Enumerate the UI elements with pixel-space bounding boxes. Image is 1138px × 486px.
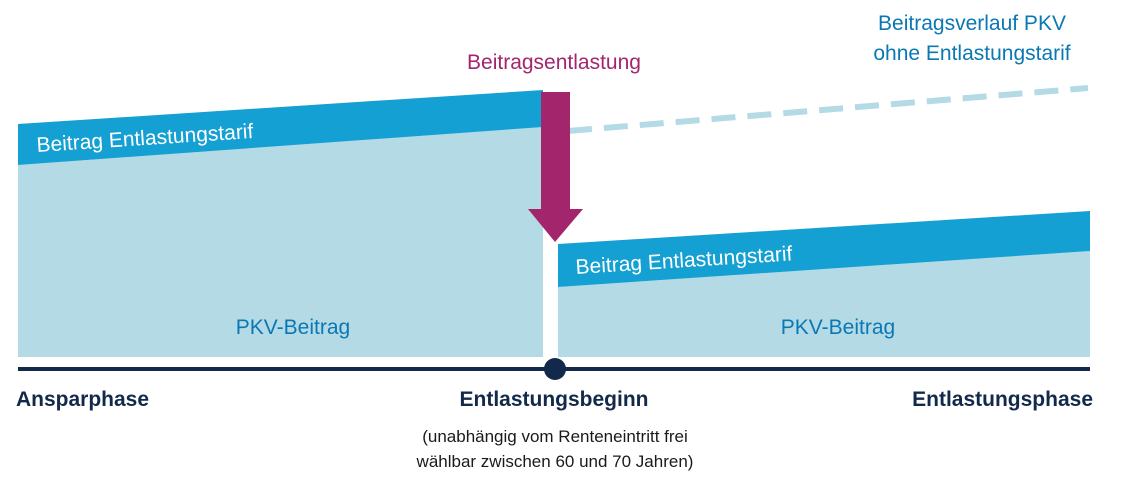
relief-arrow-shaft <box>541 92 570 210</box>
relief-phase-label: Entlastungsphase <box>912 388 1093 411</box>
relief-start-note-line1: (unabhängig vom Renteneintritt frei <box>422 427 688 446</box>
relief-start-note-line2: wählbar zwischen 60 und 70 Jahren) <box>416 452 694 471</box>
pkv-trend-label-line1: Beitragsverlauf PKV <box>878 12 1066 35</box>
right-base-area <box>558 251 1090 357</box>
left-base-label: PKV-Beitrag <box>236 316 350 339</box>
left-base-area <box>18 127 543 357</box>
savings-phase-label: Ansparphase <box>16 388 149 411</box>
left-premium-band <box>18 90 543 165</box>
pkv-trend-label-line2: ohne Entlastungstarif <box>873 42 1070 65</box>
relief-start-marker <box>544 358 566 380</box>
relief-arrow-head <box>528 209 583 242</box>
relief-start-label: Entlastungsbeginn <box>460 388 649 411</box>
right-premium-band <box>558 211 1090 287</box>
right-base-label: PKV-Beitrag <box>781 316 895 339</box>
pkv-trend-dashed-line <box>567 85 1089 134</box>
relief-label: Beitragsentlastung <box>467 51 641 74</box>
